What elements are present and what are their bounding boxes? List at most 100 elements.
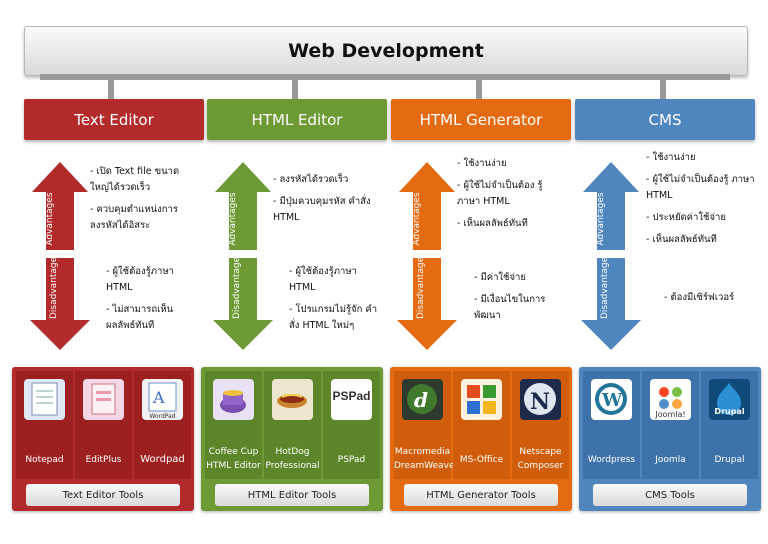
header-text-editor: Text Editor [24, 99, 204, 140]
joomla-icon: Joomla! [650, 379, 691, 420]
svg-text:A: A [152, 388, 165, 407]
tools-label: HTML Generator Tools [404, 484, 558, 506]
tool-name-line2: HTML Editor [206, 461, 261, 471]
tool-tile-pspad[interactable]: PSPad PSPad [323, 371, 380, 479]
tool-name: Joomla [655, 455, 686, 465]
pspad-logo-text: PSPad [332, 389, 371, 403]
advantage-item: - ควบคุมตำแหน่งการ ลงรหัสได้อิสระ [90, 204, 178, 231]
tool-tile-dreamweaver[interactable]: d Macromedia DreamWeaver [394, 371, 459, 479]
disadvantage-item: - ผู้ใช้ต้องรู้ภาษา HTML [289, 266, 357, 293]
disadvantage-item: - ผู้ใช้ต้องรู้ภาษา HTML [106, 266, 174, 293]
pspad-icon: PSPad [331, 379, 372, 420]
connector-drop [108, 78, 114, 100]
tool-name-line1: Coffee Cup [208, 447, 259, 457]
html-generator-tools-panel: d Macromedia DreamWeaver MS-Office N Net… [390, 367, 572, 511]
disadvantage-arrow [397, 258, 457, 350]
disadvantage-arrow [213, 258, 273, 350]
tool-name: Wordpad [140, 454, 185, 465]
tool-tile-wordpress[interactable]: W Wordpress [583, 371, 640, 479]
tool-tile-wordpad[interactable]: A WordPad Wordpad [134, 371, 191, 479]
connector-drop [476, 78, 482, 100]
advantage-item: - มีปุ่มควบคุมรหัส คำสั่ง HTML [273, 196, 371, 223]
text-editor-tools-panel: Notepad EditPlus A WordPad Wordpad Text … [12, 367, 194, 511]
disadvantages-list: - ผู้ใช้ต้องรู้ภาษา HTML - โปรแกรมไม่รู้… [289, 264, 384, 340]
advantages-list: - ลงรหัสได้รวดเร็ว - มีปุ่มควบคุมรหัส คำ… [273, 172, 378, 232]
disadvantage-item: - มีเงื่อนไขในการ พัฒนา [474, 294, 546, 321]
disadvantage-label: Disadvantage [600, 256, 610, 319]
disadvantage-label: Disadvantage [232, 256, 242, 319]
tool-name: Notepad [25, 455, 64, 465]
advantages-label: Advantages [228, 192, 238, 246]
advantages-arrow [399, 162, 455, 250]
hotdog-icon [272, 379, 313, 420]
disadvantage-arrow [581, 258, 641, 350]
connector-line [40, 74, 730, 80]
tool-name: EditPlus [85, 455, 122, 465]
advantages-label: Advantages [45, 192, 55, 246]
editplus-icon [83, 379, 124, 420]
advantages-arrow [583, 162, 639, 250]
svg-text:N: N [530, 389, 550, 415]
ms-office-icon [461, 379, 502, 420]
tool-tile-ms-office[interactable]: MS-Office [453, 371, 510, 479]
advantage-item: - ประหยัดค่าใช้จ่าย [646, 212, 726, 223]
advantage-item: - ใช้งานง่าย [646, 152, 696, 163]
tool-name-line2: Composer [517, 461, 564, 471]
tool-name-line2: Professional [265, 461, 320, 471]
diagram-title: Web Development [24, 26, 748, 76]
coffeecup-icon [213, 379, 254, 420]
tool-tile-notepad[interactable]: Notepad [16, 371, 73, 479]
advantages-label: Advantages [412, 192, 422, 246]
advantage-item: - เปิด Text file ขนาดใหญ่ได้รวดเร็ว [90, 166, 180, 193]
svg-text:W: W [601, 390, 623, 411]
advantages-list: - ใช้งานง่าย - ผู้ใช้ไม่จำเป็นต้องรู้ ภา… [646, 150, 756, 254]
advantage-item: - ผู้ใช้ไม่จำเป็นต้อง รู้ภาษา HTML [457, 180, 543, 207]
cms-tools-panel: W Wordpress Joomla! Joomla Drupal Drupal… [579, 367, 761, 511]
disadvantage-arrow [30, 258, 90, 350]
tool-tile-editplus[interactable]: EditPlus [75, 371, 132, 479]
wordpress-icon: W [591, 379, 632, 420]
disadvantage-item: - ต้องมีเซิร์ฟเวอร์ [664, 292, 735, 303]
connector-drop [660, 78, 666, 100]
tool-name: Wordpress [587, 455, 636, 465]
wordpad-caption: WordPad [149, 413, 176, 420]
disadvantages-list: - มีค่าใช้จ่าย - มีเงื่อนไขในการ พัฒนา [474, 270, 569, 330]
advantages-arrow [215, 162, 271, 250]
header-html-editor: HTML Editor [207, 99, 387, 140]
tools-label: HTML Editor Tools [215, 484, 369, 506]
tool-tile-coffeecup[interactable]: Coffee Cup HTML Editor [205, 371, 262, 479]
joomla-caption: Joomla! [655, 410, 686, 419]
advantage-item: - เห็นผลลัพธ์ทันที [646, 234, 717, 245]
disadvantages-list: - ผู้ใช้ต้องรู้ภาษา HTML - ไม่สามารถเห็น… [106, 264, 196, 340]
tool-name: Drupal [714, 455, 745, 465]
wordpad-icon: A WordPad [142, 379, 183, 420]
tool-name-line1: HotDog [275, 447, 310, 457]
disadvantages-list: - ต้องมีเซิร์ฟเวอร์ [664, 290, 764, 312]
advantage-item: - เห็นผลลัพธ์ทันที [457, 218, 528, 229]
advantages-list: - ใช้งานง่าย - ผู้ใช้ไม่จำเป็นต้อง รู้ภา… [457, 156, 557, 238]
tool-tile-joomla[interactable]: Joomla! Joomla [642, 371, 699, 479]
dreamweaver-icon: d [402, 379, 443, 420]
disadvantage-item: - ไม่สามารถเห็น ผลลัพธ์ทันที [106, 304, 174, 331]
tool-name: PSPad [337, 455, 366, 465]
disadvantage-item: - มีค่าใช้จ่าย [474, 272, 526, 283]
tool-name: MS-Office [459, 455, 504, 465]
arrows-layer [30, 162, 641, 350]
header-html-generator: HTML Generator [391, 99, 571, 140]
advantages-label: Advantages [596, 192, 606, 246]
header-cms: CMS [575, 99, 755, 140]
tool-tile-hotdog[interactable]: HotDog Professional [264, 371, 321, 479]
disadvantage-item: - โปรแกรมไม่รู้จัก คำสั่ง HTML ใหม่ๆ [289, 304, 378, 331]
tools-label: CMS Tools [593, 484, 747, 506]
tool-tile-netscape[interactable]: N Netscape Composer [512, 371, 569, 479]
drupal-caption: Drupal [714, 407, 745, 416]
advantage-item: - ลงรหัสได้รวดเร็ว [273, 174, 349, 185]
tool-name-line1: Macromedia [394, 447, 451, 457]
tool-name-line2: DreamWeaver [394, 461, 459, 471]
advantage-item: - ใช้งานง่าย [457, 158, 507, 169]
disadvantage-label: Disadvantage [416, 256, 426, 319]
tool-tile-drupal[interactable]: Drupal Drupal [701, 371, 758, 479]
drupal-icon: Drupal [709, 379, 750, 420]
advantages-arrow [32, 162, 88, 250]
notepad-icon [24, 379, 65, 420]
